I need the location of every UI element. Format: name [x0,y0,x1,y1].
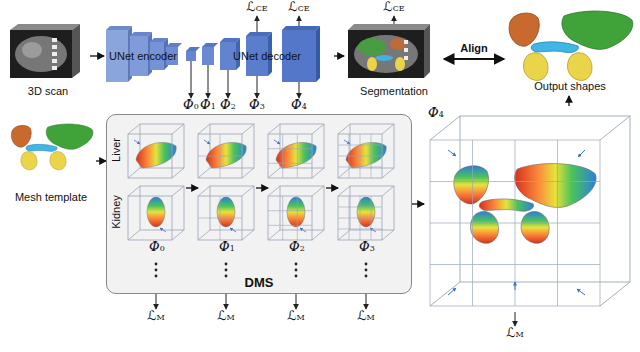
loss-label: ℒCE [288,0,309,16]
flow-label: Φ0 [183,98,199,114]
node-text: 3D scan [28,85,68,98]
connector-arrow [444,58,504,60]
connector-arrow [412,203,424,204]
node-text: Segmentation [360,85,428,98]
loss-label: ℒM [147,309,165,325]
loss-label: ℒM [217,309,235,325]
unet-decoder-blocks [202,26,320,82]
connector-arrow [90,55,104,56]
final-flow-cube [430,116,630,306]
final-flow-field: Φ4 [424,106,634,312]
connector-arrow [334,55,344,56]
node-text: UNet decoder [233,50,301,63]
flow-label: Φ4 [291,98,307,114]
unet-decoder: UNet decoder [200,30,334,82]
node-text: Φ3 [359,240,375,256]
node-text: Φ1 [219,240,235,256]
dms-module: DMS Φ0 Φ1 Φ2 Φ3 [106,114,412,294]
output-organ-meshes [509,11,633,80]
loss-label: ℒM [506,326,524,342]
segmentation-panel: Segmentation [344,22,444,98]
flow-field-cube: Φ0 [128,120,186,256]
node-text: Mesh template [15,191,87,204]
loss-label: ℒCE [383,0,404,16]
node-text: UNet encoder [109,50,177,63]
node-text: Output shapes [534,80,606,93]
ct-scan-volume [10,24,80,78]
flow-field-cube: Φ1 [198,120,256,256]
connector-arrow [186,187,198,188]
flow-label: Φ2 [220,98,236,114]
mesh-template-panel: Mesh template [6,118,96,204]
flow-cube [268,124,324,240]
connector-arrow [96,160,106,161]
node-text: Φ4 [428,106,444,122]
flow-field-cube: Φ3 [338,120,396,256]
output-shapes-panel: Output shapes [504,4,636,96]
loss-label: ℒM [357,309,375,325]
organ-label: Liver [110,138,123,162]
unet-encoder-blocks [106,26,182,82]
flow-label: Φ3 [249,98,265,114]
node-text: DMS [245,275,274,290]
flow-field-cube: Φ2 [268,120,326,256]
edge-label: Align [458,42,490,55]
connector-arrow [326,187,338,188]
node-text: Φ0 [149,240,165,256]
unet-encoder: UNet encoder [104,30,182,82]
scan-panel: 3D scan [6,22,90,98]
template-organ-meshes [11,124,93,170]
segmentation-volume [348,24,430,78]
connector-arrow [568,96,569,106]
flow-cube [338,124,394,240]
loss-label: ℒCE [246,0,267,16]
node-text: Φ2 [289,240,305,256]
flow-label: Φ1 [200,98,216,114]
unet-bottleneck [186,47,200,61]
flow-cube [128,124,184,240]
loss-label: ℒM [287,309,305,325]
flow-cube [198,124,254,240]
connector-arrow [256,187,268,188]
organ-label: Kidney [110,195,123,229]
dms-background [106,114,412,294]
